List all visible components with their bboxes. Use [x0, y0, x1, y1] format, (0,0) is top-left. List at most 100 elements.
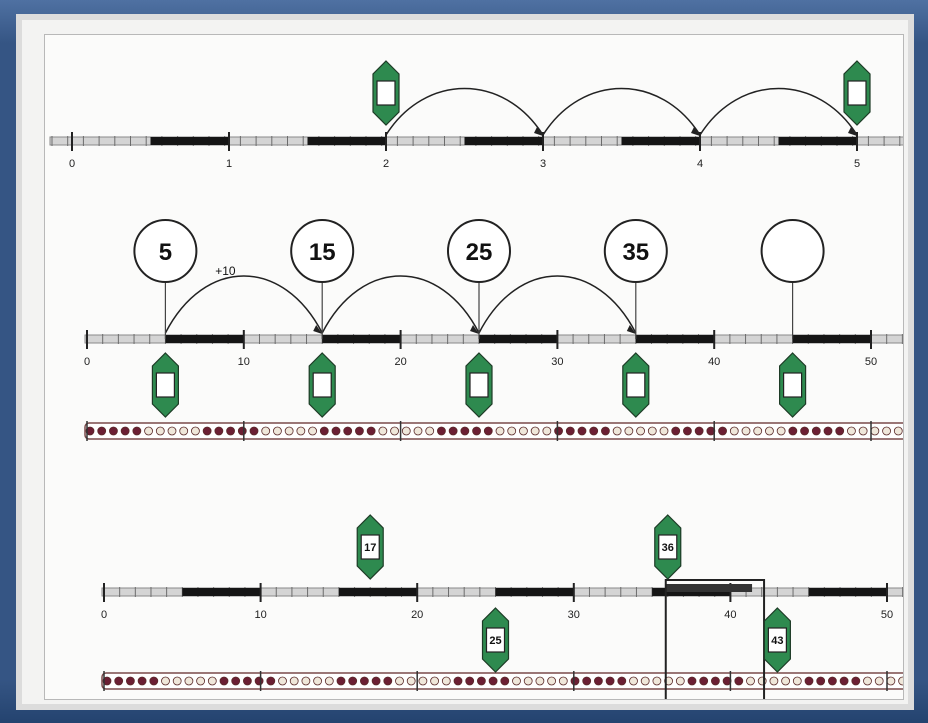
- tick-label: 10: [238, 356, 250, 368]
- bead: [202, 426, 212, 436]
- bead: [465, 676, 475, 686]
- bead: [741, 426, 751, 436]
- bead: [675, 676, 685, 686]
- number-bubble: [447, 219, 511, 283]
- bead: [652, 676, 662, 686]
- thick-segment: [778, 137, 857, 145]
- bead: [102, 676, 112, 686]
- bead: [512, 676, 521, 686]
- thick-segment: [495, 588, 574, 596]
- bead: [554, 426, 563, 436]
- bead: [144, 426, 153, 436]
- tick-label: 10: [254, 609, 266, 621]
- bead: [811, 426, 821, 436]
- bead: [601, 426, 610, 436]
- bead: [828, 676, 837, 686]
- bead: [898, 676, 903, 686]
- bead: [886, 676, 896, 686]
- bead: [296, 426, 306, 436]
- bead: [816, 676, 826, 686]
- bead: [324, 676, 334, 686]
- thick-segment: [322, 335, 401, 343]
- bead: [249, 426, 259, 436]
- bead: [863, 676, 872, 686]
- bead: [495, 426, 505, 436]
- tick-label: 40: [724, 609, 736, 621]
- bead: [179, 426, 189, 436]
- bead: [460, 426, 470, 436]
- bead: [120, 426, 130, 436]
- marker-label: 43: [771, 635, 783, 647]
- bead: [383, 676, 393, 686]
- jump-label: +10: [215, 264, 236, 278]
- thick-segment: [464, 137, 543, 145]
- bead: [870, 426, 880, 436]
- jump-arrowhead: [626, 325, 636, 334]
- bead: [348, 676, 358, 686]
- bead: [694, 426, 704, 436]
- bead: [647, 426, 657, 436]
- thick-segment: [307, 137, 386, 145]
- bead: [430, 676, 440, 686]
- bead: [874, 676, 884, 686]
- tick-label: 20: [411, 609, 423, 621]
- bead: [97, 426, 107, 436]
- marker-window: [658, 534, 678, 560]
- jump-arrowhead: [313, 325, 323, 334]
- number-bubble: [603, 219, 668, 283]
- bead: [301, 676, 311, 686]
- marker-window: [767, 627, 787, 653]
- bead: [636, 426, 645, 436]
- bead: [769, 676, 779, 686]
- bead: [149, 676, 159, 686]
- bubble-text: 25: [466, 239, 493, 266]
- bead: [488, 676, 498, 686]
- bead: [507, 426, 517, 436]
- bead: [530, 426, 540, 436]
- bead: [366, 426, 376, 436]
- marker-label: 36: [662, 542, 674, 554]
- bubble-text: 15: [309, 239, 336, 266]
- thick-segment: [635, 335, 715, 343]
- bead: [132, 426, 142, 436]
- bead: [207, 676, 217, 686]
- bead: [114, 676, 124, 686]
- bead: [184, 676, 194, 686]
- bead: [582, 676, 592, 686]
- tick-label: 20: [394, 356, 406, 368]
- marker-window: [376, 80, 396, 106]
- bead: [617, 676, 627, 686]
- jump-arc: [385, 87, 544, 136]
- bead: [640, 676, 650, 686]
- thick-segment: [182, 588, 261, 596]
- bead: [308, 426, 317, 436]
- bead: [535, 676, 545, 686]
- bead: [523, 676, 533, 686]
- jump-arc: [478, 275, 637, 334]
- bead: [313, 676, 323, 686]
- tick-label: 2: [383, 158, 389, 170]
- bead: [718, 426, 727, 436]
- bead: [155, 426, 165, 436]
- bead: [858, 426, 868, 436]
- tick-label: 1: [226, 158, 232, 170]
- bead: [781, 676, 790, 686]
- bead: [729, 426, 739, 436]
- bead: [137, 676, 147, 686]
- bead: [85, 426, 95, 436]
- number-bubble: [290, 219, 355, 283]
- bead: [109, 426, 118, 436]
- bead: [765, 426, 774, 436]
- bead: [284, 426, 294, 436]
- bead: [629, 676, 638, 686]
- bead: [214, 426, 224, 436]
- bead: [671, 426, 681, 436]
- number-bubble: [133, 219, 198, 283]
- marker-window: [847, 80, 867, 106]
- bead: [605, 676, 615, 686]
- bead: [273, 426, 282, 436]
- bead: [237, 426, 247, 436]
